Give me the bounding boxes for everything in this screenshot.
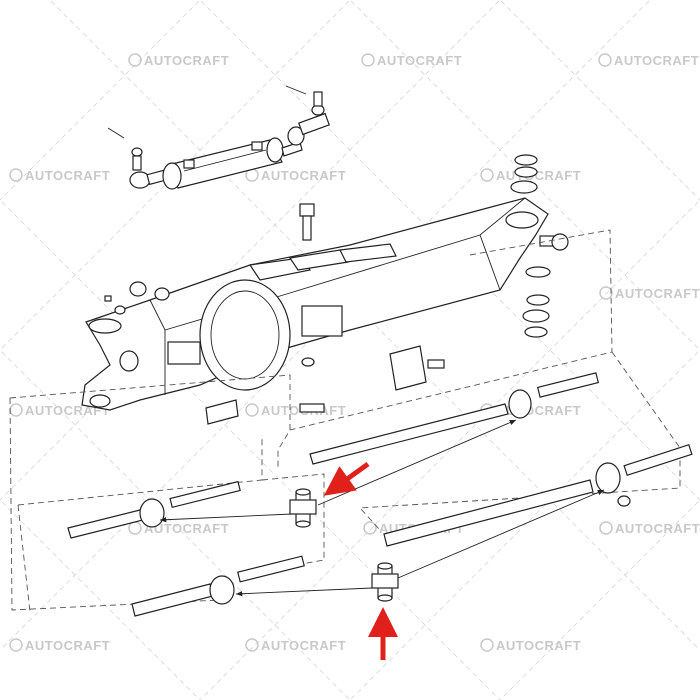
axle-housing bbox=[81, 197, 549, 411]
watermark-logo: AUTOCRAFT bbox=[245, 403, 346, 418]
watermark-logo: AUTOCRAFT bbox=[9, 638, 110, 653]
svg-text:AUTOCRAFT: AUTOCRAFT bbox=[614, 53, 699, 68]
svg-text:AUTOCRAFT: AUTOCRAFT bbox=[144, 53, 229, 68]
watermark-logo: AUTOCRAFT bbox=[361, 53, 462, 68]
watermark-logo: AUTOCRAFT bbox=[599, 521, 700, 536]
axle-shaft-lower-right bbox=[383, 443, 693, 547]
svg-text:AUTOCRAFT: AUTOCRAFT bbox=[25, 168, 110, 183]
svg-text:AUTOCRAFT: AUTOCRAFT bbox=[615, 521, 700, 536]
tie-rod-end-left bbox=[129, 147, 170, 189]
dashed-leaders bbox=[9, 229, 681, 613]
axle-shaft-lower-left bbox=[131, 555, 305, 617]
small-parts bbox=[104, 281, 631, 507]
svg-text:AUTOCRAFT: AUTOCRAFT bbox=[615, 286, 700, 301]
svg-text:AUTOCRAFT: AUTOCRAFT bbox=[496, 638, 581, 653]
watermark-logo: AUTOCRAFT bbox=[9, 168, 110, 183]
svg-text:AUTOCRAFT: AUTOCRAFT bbox=[261, 168, 346, 183]
svg-text:AUTOCRAFT: AUTOCRAFT bbox=[25, 638, 110, 653]
tie-rod-end-right bbox=[287, 91, 330, 146]
cross-joint-lower bbox=[371, 562, 399, 602]
svg-text:AUTOCRAFT: AUTOCRAFT bbox=[496, 168, 581, 183]
cross-joint-upper bbox=[289, 488, 317, 528]
kingpin-parts bbox=[510, 154, 569, 338]
watermark-logo: AUTOCRAFT bbox=[480, 638, 581, 653]
watermark-logo: AUTOCRAFT bbox=[128, 53, 229, 68]
watermark-logo: AUTOCRAFT bbox=[598, 53, 699, 68]
arrow-upper bbox=[323, 461, 370, 496]
steering-cylinder-assembly bbox=[107, 85, 330, 190]
svg-text:AUTOCRAFT: AUTOCRAFT bbox=[261, 638, 346, 653]
svg-text:AUTOCRAFT: AUTOCRAFT bbox=[144, 521, 229, 536]
bolt bbox=[299, 203, 315, 241]
axle-shaft-upper-right bbox=[309, 372, 600, 465]
axle-shaft-upper-left bbox=[67, 480, 241, 539]
watermark-logo: AUTOCRAFT bbox=[599, 286, 700, 301]
svg-text:AUTOCRAFT: AUTOCRAFT bbox=[377, 53, 462, 68]
watermark-logo: AUTOCRAFT bbox=[245, 638, 346, 653]
watermark-logo: AUTOCRAFT bbox=[245, 168, 346, 183]
cylinder-body bbox=[162, 137, 303, 190]
